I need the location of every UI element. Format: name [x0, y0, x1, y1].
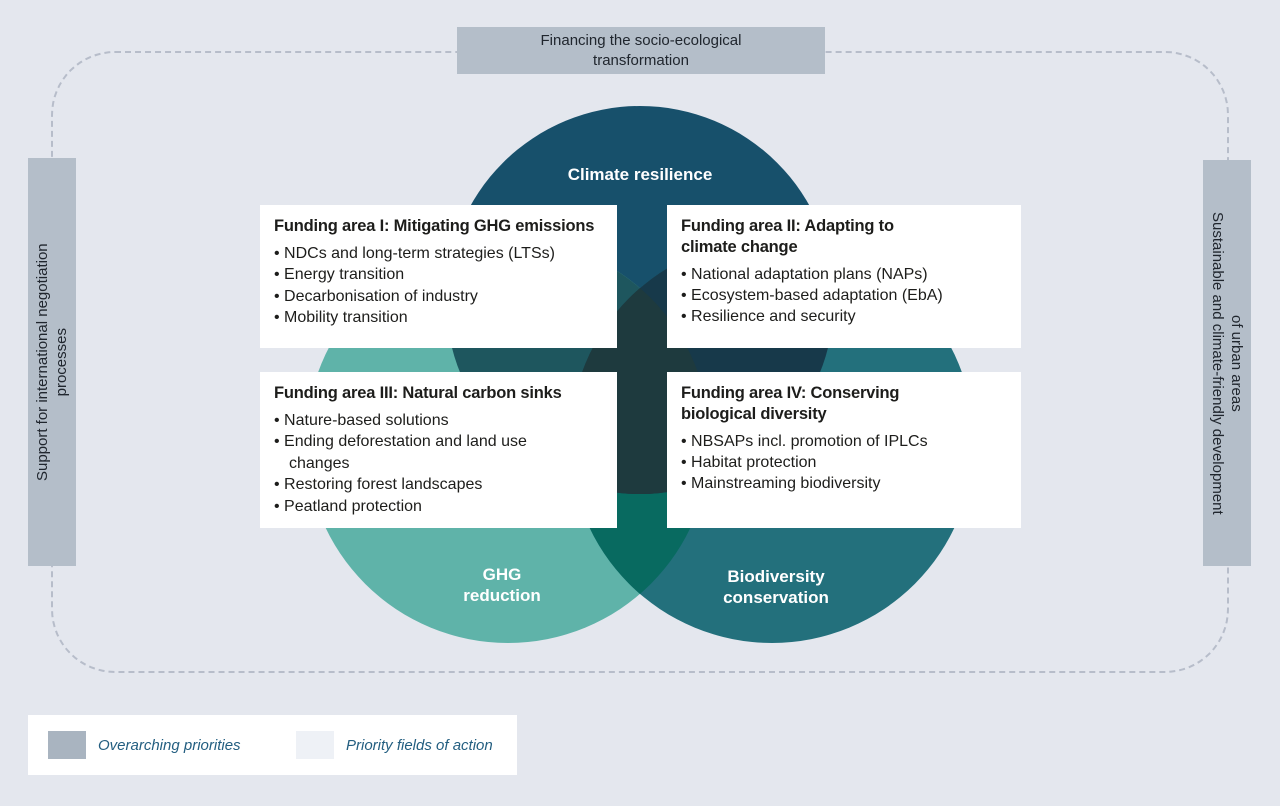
bullet-item: Mainstreaming biodiversity: [681, 473, 1011, 494]
bullet-item: Ending deforestation and land use change…: [274, 431, 607, 474]
right-banner-label: Sustainable and climate-friendly develop…: [1209, 211, 1246, 515]
bullet-item: Restoring forest landscapes: [274, 474, 607, 495]
funding-area-3-box: Funding area III: Natural carbon sinks N…: [260, 372, 617, 528]
funding-area-2-title: Funding area II: Adapting to climate cha…: [681, 217, 894, 256]
bullet-item: Energy transition: [274, 264, 607, 285]
legend-item-priority-fields: Priority fields of action: [296, 731, 493, 759]
bullet-item: NDCs and long-term strategies (LTSs): [274, 243, 607, 264]
legend-item-overarching: Overarching priorities: [48, 731, 296, 759]
funding-area-1-bullets: NDCs and long-term strategies (LTSs)Ener…: [274, 243, 607, 329]
ghg-reduction-label: GHG reduction: [463, 565, 541, 605]
climate-resilience-label: Climate resilience: [567, 165, 713, 184]
biodiversity-conservation-label: Biodiversity conservation: [723, 567, 829, 607]
bullet-item: Mobility transition: [274, 307, 607, 328]
legend-swatch-light: [296, 731, 334, 759]
top-banner-label: Financing the socio-ecological transform…: [540, 32, 742, 69]
funding-area-2-box: Funding area II: Adapting to climate cha…: [667, 205, 1021, 348]
bullet-item: Peatland protection: [274, 496, 607, 517]
bullet-item: Decarbonisation of industry: [274, 286, 607, 307]
funding-area-3-title: Funding area III: Natural carbon sinks: [274, 384, 562, 402]
funding-area-4-box: Funding area IV: Conserving biological d…: [667, 372, 1021, 528]
bullet-item: Resilience and security: [681, 306, 1011, 327]
legend-label-overarching: Overarching priorities: [98, 736, 241, 754]
funding-area-1-title: Funding area I: Mitigating GHG emissions: [274, 217, 595, 235]
funding-area-4-bullets: NBSAPs incl. promotion of IPLCsHabitat p…: [681, 431, 1011, 495]
bullet-item: Habitat protection: [681, 452, 1011, 473]
bullet-item: National adaptation plans (NAPs): [681, 264, 1011, 285]
top-banner: Financing the socio-ecological transform…: [457, 27, 825, 74]
funding-area-2-bullets: National adaptation plans (NAPs)Ecosyste…: [681, 264, 1011, 328]
bullet-item: Nature-based solutions: [274, 410, 607, 431]
funding-area-1-box: Funding area I: Mitigating GHG emissions…: [260, 205, 617, 348]
legend: Overarching priorities Priority fields o…: [28, 715, 517, 775]
funding-area-4-title: Funding area IV: Conserving biological d…: [681, 384, 900, 423]
left-banner: Support for international negotiation pr…: [28, 158, 76, 566]
legend-label-priority-fields: Priority fields of action: [346, 736, 493, 754]
funding-area-3-bullets: Nature-based solutionsEnding deforestati…: [274, 410, 607, 517]
legend-swatch-gray: [48, 731, 86, 759]
bullet-item: Ecosystem-based adaptation (EbA): [681, 285, 1011, 306]
bullet-item: NBSAPs incl. promotion of IPLCs: [681, 431, 1011, 452]
right-banner: Sustainable and climate-friendly develop…: [1203, 160, 1251, 566]
